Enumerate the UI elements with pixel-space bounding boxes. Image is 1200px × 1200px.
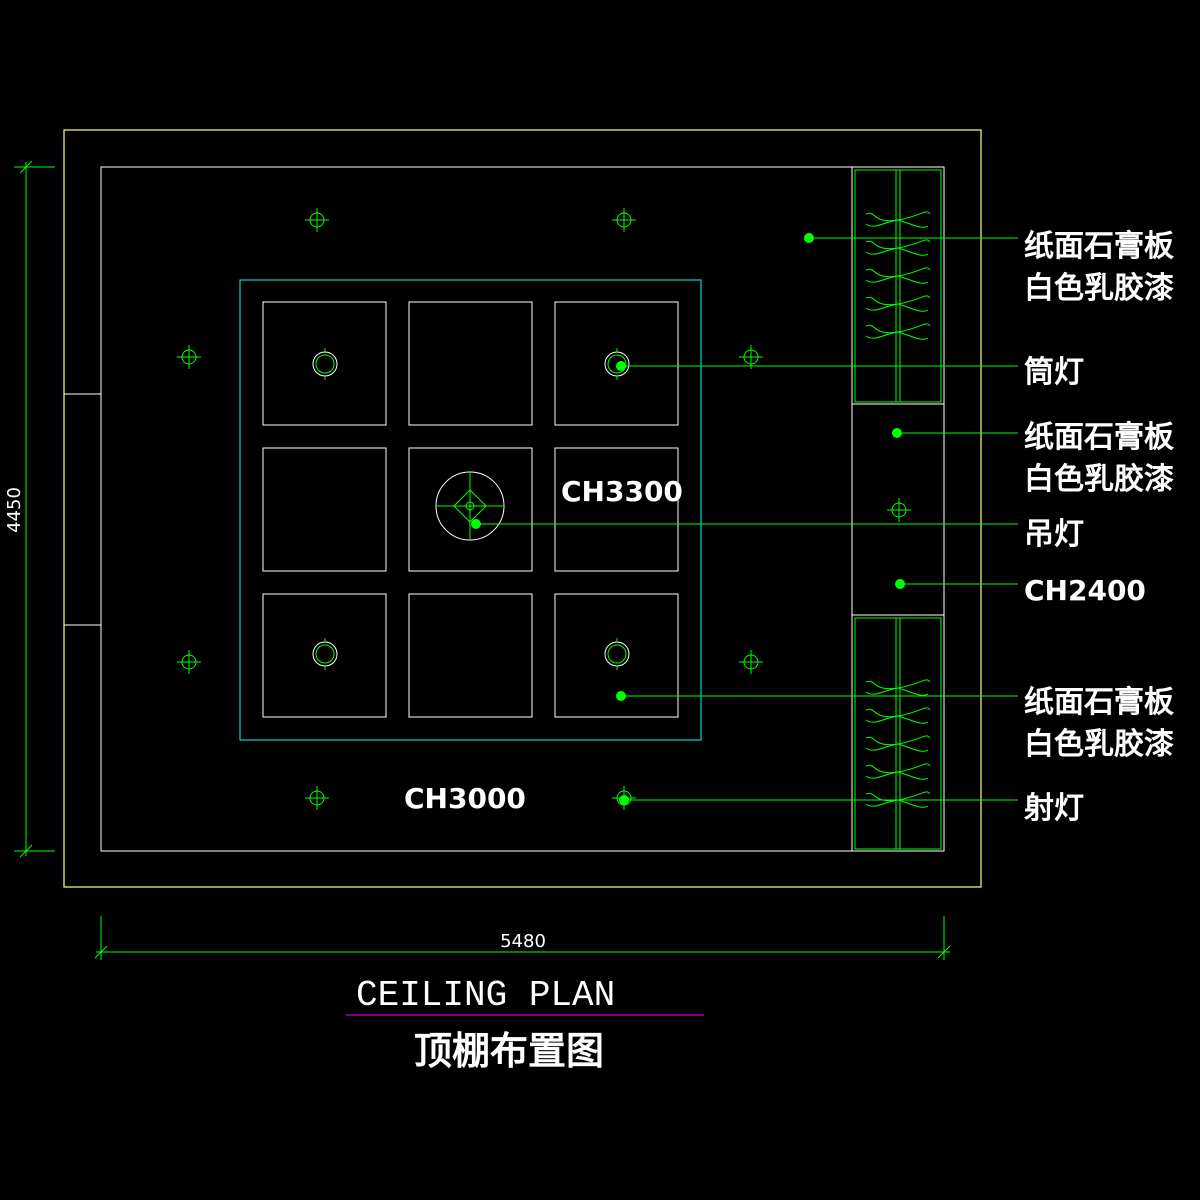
central-ceiling-frame bbox=[239, 279, 702, 741]
label-material-bot-1: 纸面石膏板 bbox=[1024, 685, 1174, 720]
label-spotlight: 射灯 bbox=[1024, 791, 1084, 826]
wavy-decor-icon bbox=[865, 211, 931, 340]
wavy-decor-icon bbox=[865, 679, 931, 808]
height-center-label: CH3300 bbox=[561, 475, 683, 508]
crosshair-spotlight-icon bbox=[305, 786, 329, 810]
ceiling-panel-r3c2 bbox=[408, 593, 533, 718]
wavy-stroke bbox=[865, 211, 931, 228]
ceiling-panel-r2c1 bbox=[262, 447, 387, 572]
label-material-mid-1: 纸面石膏板 bbox=[1024, 420, 1174, 455]
wavy-stroke bbox=[865, 295, 931, 312]
crosshair-spotlight-icon bbox=[305, 208, 329, 232]
spotlight-group bbox=[177, 208, 911, 810]
crosshair-spotlight-icon bbox=[887, 498, 911, 522]
downlight-group bbox=[312, 348, 630, 670]
title-english: CEILING PLAN bbox=[356, 975, 615, 1016]
wavy-stroke bbox=[865, 707, 931, 724]
wavy-stroke bbox=[865, 323, 931, 340]
downlight-ring-icon bbox=[312, 638, 338, 670]
downlight-ring-icon bbox=[312, 348, 338, 380]
label-material-bot-2: 白色乳胶漆 bbox=[1024, 727, 1174, 762]
ceiling-boundary bbox=[100, 166, 945, 852]
downlight-ring-icon bbox=[604, 348, 630, 380]
label-pendant: 吊灯 bbox=[1024, 517, 1084, 552]
pendant-lamp-icon bbox=[435, 471, 505, 541]
height-dimension bbox=[14, 160, 55, 858]
right-top-decor-panel bbox=[854, 169, 942, 403]
label-ch2400: CH2400 bbox=[1024, 574, 1146, 607]
width-dimension bbox=[94, 916, 951, 960]
crosshair-spotlight-icon bbox=[177, 345, 201, 369]
ceiling-panel-r3c3 bbox=[554, 593, 679, 718]
label-material-top-1: 纸面石膏板 bbox=[1024, 229, 1174, 264]
ceiling-panel-r1c2 bbox=[408, 301, 533, 426]
right-bottom-decor-panel bbox=[854, 617, 942, 850]
leader-dots bbox=[471, 233, 905, 805]
wavy-stroke bbox=[865, 239, 931, 256]
ceiling-panel-r2c2 bbox=[408, 447, 533, 572]
title-chinese: 顶棚布置图 bbox=[414, 1029, 604, 1073]
crosshair-spotlight-icon bbox=[739, 650, 763, 674]
height-dimension-label: 4450 bbox=[4, 487, 25, 533]
label-material-top-2: 白色乳胶漆 bbox=[1024, 271, 1174, 306]
width-dimension-label: 5480 bbox=[500, 931, 546, 952]
downlight-ring-icon bbox=[604, 638, 630, 670]
ceiling-panel-r1c1 bbox=[262, 301, 387, 426]
central-panel-grid bbox=[262, 301, 679, 718]
outer-wall bbox=[63, 129, 982, 888]
wavy-stroke bbox=[865, 267, 931, 284]
label-material-mid-2: 白色乳胶漆 bbox=[1024, 462, 1174, 497]
wavy-stroke bbox=[865, 735, 931, 752]
height-main-label: CH3000 bbox=[404, 782, 526, 815]
crosshair-spotlight-icon bbox=[612, 208, 636, 232]
wavy-stroke bbox=[865, 763, 931, 780]
wavy-stroke bbox=[865, 679, 931, 696]
label-downlight: 筒灯 bbox=[1024, 355, 1084, 390]
leader-lines bbox=[476, 237, 1018, 801]
crosshair-spotlight-icon bbox=[739, 345, 763, 369]
ceiling-panel-r3c1 bbox=[262, 593, 387, 718]
ceiling-panel-r2c3 bbox=[554, 447, 679, 572]
ceiling-panel-r1c3 bbox=[554, 301, 679, 426]
crosshair-spotlight-icon bbox=[177, 650, 201, 674]
